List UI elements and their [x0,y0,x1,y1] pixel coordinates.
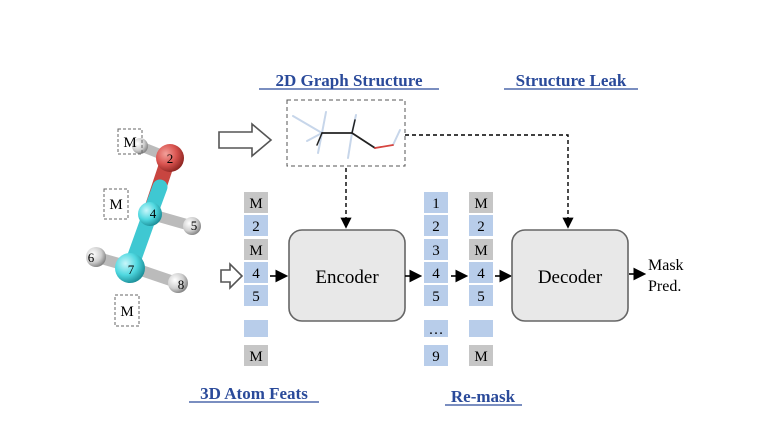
hollow-arrow-icon [220,262,244,290]
heading-graph-structure: 2D Graph Structure [275,71,422,90]
atom-label: 8 [178,277,185,292]
token-cell [424,192,448,213]
token-label: 5 [432,289,440,305]
atom-label: 4 [150,206,157,221]
token-label: M [249,349,262,365]
token-label: 1 [432,196,440,212]
token-cell [424,320,448,337]
hydrogen-atom-6 [86,247,106,267]
token-cell [424,285,448,306]
token-label: M [474,196,487,212]
encoder-output-column: 1 2 3 4 5 … 9 [424,192,448,366]
encoder-label: Encoder [315,267,379,288]
token-label: M [249,243,262,259]
token-cell [469,345,493,366]
token-cell [469,285,493,306]
heading-atom-feats: 3D Atom Feats [200,384,308,403]
token-cell [244,262,268,283]
heading-structure-leak: Structure Leak [516,71,627,90]
mask-label-middle: M [103,188,129,220]
atom-label: 5 [191,218,198,233]
token-cell [469,215,493,236]
input-token-column: M 2 M 4 5 M [244,192,268,366]
token-cell [244,285,268,306]
carbon-atom-4 [138,202,162,226]
hydrogen-atom [132,138,148,154]
token-label: 4 [432,266,440,282]
graph-structure-box [286,99,406,167]
svg-text:M: M [123,135,136,151]
heading-remask: Re-mask [451,387,516,406]
carbon-atom-7 [115,253,145,283]
mask-label-bottom: M [114,294,140,327]
hollow-arrow-icon [218,122,273,158]
token-label: 2 [432,219,440,235]
token-label: 4 [477,266,485,282]
molecule-3d: 2 4 5 6 7 8 [86,138,201,293]
token-cell [424,262,448,283]
token-label: 5 [477,289,485,305]
token-cell [244,215,268,236]
token-cell [244,239,268,260]
token-cell [424,239,448,260]
token-label: 3 [432,243,440,259]
token-label: M [249,196,262,212]
oxygen-atom-2 [156,144,184,172]
svg-text:M: M [120,304,133,320]
token-label: M [474,243,487,259]
hydrogen-atom-8 [168,273,188,293]
token-cell [469,320,493,337]
token-cell [469,192,493,213]
encoder-block: Encoder [288,229,406,322]
token-label: 5 [252,289,260,305]
mask-label-top: M [117,128,143,155]
output-label-line1: Mask [648,257,684,274]
decoder-label: Decoder [538,267,603,288]
dashed-arrow-to-decoder [405,134,574,229]
token-cell [244,320,268,337]
svg-text:M: M [109,197,122,213]
token-cell [244,345,268,366]
token-cell [424,345,448,366]
atom-label: 6 [88,250,95,265]
token-label: 2 [252,219,260,235]
atom-label: 7 [128,262,135,277]
token-label: 2 [477,219,485,235]
remask-column: M 2 M 4 5 M [469,192,493,366]
token-cell [469,239,493,260]
token-label: 4 [252,266,260,282]
decoder-block: Decoder [511,229,629,322]
atom-label: 2 [167,151,174,166]
token-label: … [429,322,444,338]
token-label: M [474,349,487,365]
token-label: 9 [432,349,440,365]
output-label-line2: Pred. [648,278,681,295]
token-cell [244,192,268,213]
token-cell [469,262,493,283]
hydrogen-atom-5 [183,217,201,235]
token-cell [424,215,448,236]
